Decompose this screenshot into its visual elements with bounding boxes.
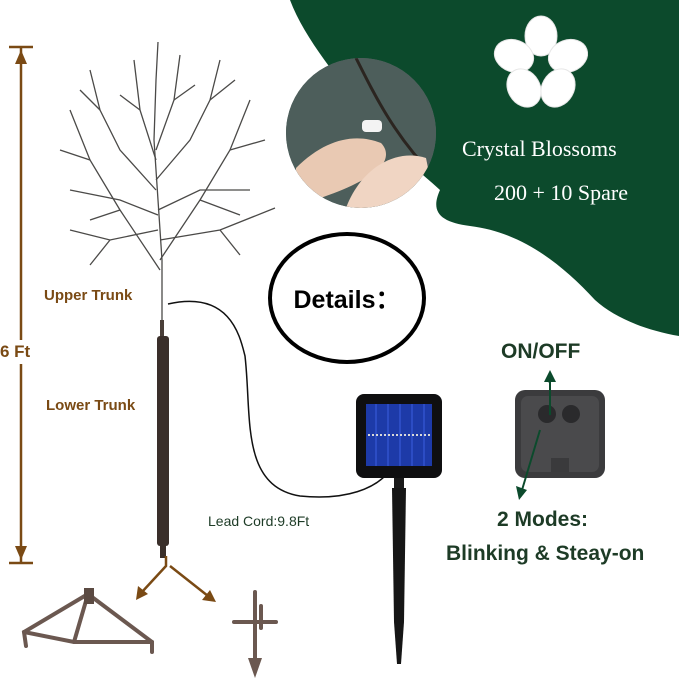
switch-label: ON/OFF xyxy=(501,340,581,363)
lead-cord-label: Lead Cord:9.8Ft xyxy=(208,513,310,529)
upper-trunk-label: Upper Trunk xyxy=(44,287,133,304)
details-badge: Details： xyxy=(268,232,426,364)
solar-panel-icon xyxy=(356,394,442,664)
split-arrows xyxy=(136,556,216,602)
arrow-icon xyxy=(136,586,148,600)
product-photo xyxy=(286,58,436,208)
arrow-icon xyxy=(544,370,556,382)
height-measure xyxy=(9,45,33,565)
arrow-icon xyxy=(15,50,27,64)
height-label: 6 Ft xyxy=(0,340,31,364)
details-label: Details： xyxy=(293,286,401,314)
arrow-icon xyxy=(15,546,27,560)
ground-stake-icon xyxy=(232,590,278,678)
lower-trunk-label: Lower Trunk xyxy=(46,397,136,414)
product-subtitle: 200 + 10 Spare xyxy=(494,180,628,205)
arrow-icon xyxy=(202,590,216,602)
flower-icon xyxy=(493,15,589,108)
tree-stand-icon xyxy=(21,588,154,654)
battery-box-icon xyxy=(515,390,605,478)
switch-arrows xyxy=(516,370,556,500)
lead-cord xyxy=(167,300,386,498)
product-title: Crystal Blossoms xyxy=(462,136,617,161)
modes-description: Blinking & Steay-on xyxy=(446,542,645,565)
tree-icon xyxy=(59,41,276,558)
modes-title: 2 Modes: xyxy=(497,508,589,531)
arrow-icon xyxy=(516,486,527,500)
